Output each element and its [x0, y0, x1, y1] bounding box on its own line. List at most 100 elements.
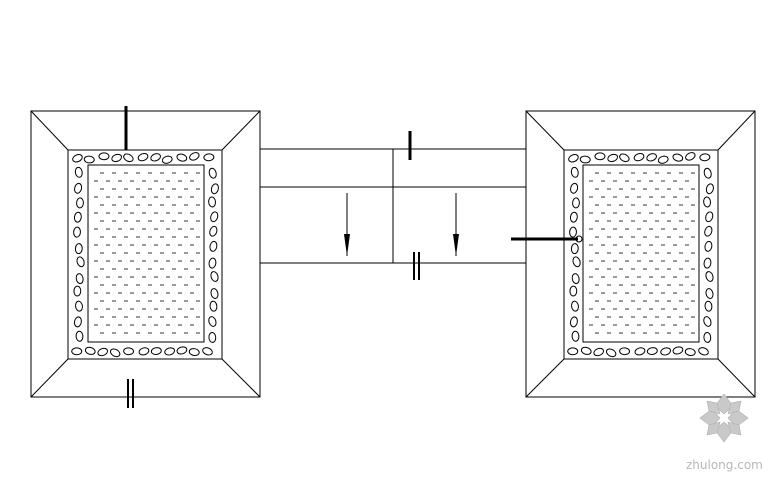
- right-pit-core: [582, 164, 700, 343]
- gravel-stone: [210, 288, 219, 299]
- gravel-stone: [572, 256, 581, 268]
- gravel-stone: [74, 182, 83, 194]
- gravel-stone: [705, 211, 714, 223]
- gravel-stone: [210, 183, 219, 195]
- gravel-stone: [210, 211, 219, 223]
- gravel-stone: [209, 225, 218, 237]
- gravel-stone: [703, 196, 711, 208]
- gravel-stone: [569, 226, 577, 238]
- gravel-stone: [703, 316, 712, 327]
- gravel-stone: [137, 153, 149, 162]
- gravel-stone: [569, 285, 578, 297]
- gravel-stone: [699, 153, 711, 162]
- watermark-text: zhulong.com: [686, 458, 763, 472]
- gravel-stone: [634, 347, 646, 356]
- gravel-stone: [705, 288, 714, 299]
- gravel-stone: [672, 346, 684, 355]
- left-pit-bevel-line: [30, 358, 69, 398]
- gravel-stone: [73, 285, 82, 297]
- right-pit: [525, 110, 756, 398]
- connecting-channel: [260, 148, 526, 264]
- gravel-stone: [209, 300, 218, 312]
- gravel-stone: [123, 347, 135, 356]
- gravel-stone: [208, 331, 217, 343]
- gravel-stone: [72, 154, 83, 163]
- left-pit-gravel: [71, 152, 219, 358]
- gravel-stone: [657, 155, 669, 164]
- gravel-stone: [593, 347, 605, 357]
- gravel-stone: [150, 153, 161, 162]
- gravel-stone: [176, 153, 188, 162]
- gravel-stone: [568, 154, 579, 163]
- gravel-stone: [672, 153, 684, 162]
- gravel-stone: [164, 347, 176, 356]
- gravel-stone: [189, 152, 200, 161]
- gravel-stone: [73, 226, 81, 238]
- gravel-stone: [161, 155, 173, 164]
- gravel-stone: [703, 167, 712, 179]
- gravel-stone: [660, 347, 672, 356]
- gravel-stone: [98, 152, 110, 161]
- gravel-stone: [619, 153, 630, 163]
- left-pit-outer-frame: [30, 110, 261, 398]
- right-pit-inner-frame: [563, 149, 719, 360]
- gravel-stone: [605, 348, 617, 358]
- gravel-stone: [704, 225, 713, 237]
- gravel-stone: [208, 167, 217, 179]
- gravel-stone: [579, 155, 591, 164]
- gravel-stone: [76, 256, 85, 268]
- section-mark: [413, 252, 420, 280]
- gravel-stone: [208, 316, 217, 327]
- left-pit-inner-frame: [67, 149, 223, 360]
- gravel-stone: [607, 153, 619, 163]
- gravel-stone: [580, 346, 592, 355]
- arrow-head: [453, 234, 459, 256]
- right-pit-bevel-line: [525, 110, 565, 151]
- gravel-stone: [570, 166, 579, 178]
- gravel-stone: [84, 346, 96, 355]
- gravel-stone: [74, 243, 83, 255]
- gravel-stone: [75, 330, 84, 342]
- gravel-stone: [138, 347, 150, 356]
- gravel-stone: [684, 348, 696, 356]
- gravel-stone: [705, 183, 714, 195]
- right-pit-gravel: [567, 152, 714, 358]
- right-pit-bevel-line: [717, 358, 756, 398]
- gravel-stone: [619, 347, 631, 356]
- gravel-stone: [569, 211, 578, 223]
- gravel-stone: [75, 273, 84, 285]
- flow-arrow: [453, 193, 459, 256]
- gravel-stone: [646, 153, 657, 162]
- left-pit-bevel-line: [221, 110, 261, 151]
- gravel-stone: [571, 273, 580, 285]
- arrow-head: [344, 234, 350, 256]
- gravel-stone: [571, 330, 580, 342]
- gravel-stone: [203, 153, 215, 162]
- gravel-stone: [73, 211, 82, 223]
- gravel-stone: [123, 153, 134, 163]
- gravel-stone: [703, 331, 712, 343]
- gravel-stone: [75, 300, 83, 312]
- gravel-stone: [572, 197, 580, 209]
- gravel-stone: [705, 271, 714, 282]
- right-pit-fill-pattern: [589, 172, 695, 334]
- right-pit-bevel-line: [525, 358, 565, 398]
- gravel-stone: [208, 196, 216, 208]
- gravel-stone: [188, 348, 200, 356]
- gravel-stone: [704, 300, 713, 312]
- leader-line: [511, 235, 583, 243]
- gravel-stone: [109, 348, 121, 358]
- gravel-stone: [570, 182, 579, 194]
- gravel-stone: [76, 197, 84, 209]
- gravel-stone: [570, 243, 579, 255]
- gravel-stone: [703, 257, 712, 269]
- gravel-stone: [73, 316, 82, 328]
- gravel-stone: [210, 271, 219, 282]
- gravel-stone: [71, 347, 83, 356]
- left-pit-bevel-line: [221, 358, 261, 398]
- gravel-stone: [83, 155, 95, 164]
- gravel-stone: [209, 240, 218, 252]
- gravel-stone: [567, 347, 579, 356]
- gravel-stone: [176, 346, 188, 355]
